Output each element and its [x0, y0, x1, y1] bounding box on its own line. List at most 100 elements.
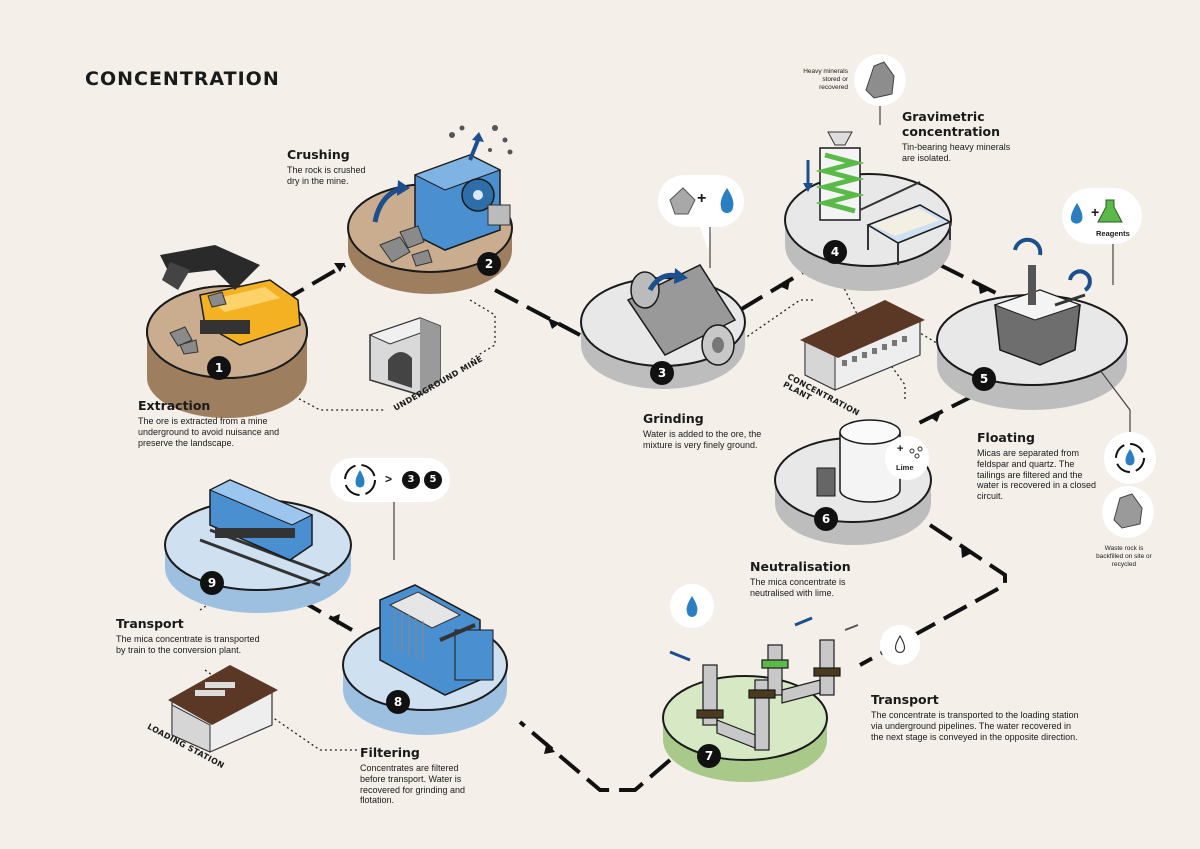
step-number-badge: 4: [823, 240, 847, 264]
disc-pipeline: [662, 616, 859, 782]
disc-floating: [936, 237, 1128, 410]
flow-arrow-icon: [794, 616, 813, 627]
water-reagents-bubble: [1062, 188, 1142, 285]
heavy-minerals-note: Heavy minerals stored or recovered: [803, 68, 848, 92]
step-filtering: Filtering Concentrates are filtered befo…: [360, 745, 480, 806]
step-crushing: Crushing The rock is crushed dry in the …: [287, 147, 377, 187]
loading-station-icon: [168, 665, 278, 753]
neutralisation-tank-icon: [816, 419, 901, 503]
step-train-transport: Transport The mica concentrate is transp…: [116, 616, 266, 656]
reagent-flask-icon: [1097, 199, 1123, 223]
underground-mine-icon: [368, 317, 442, 396]
step-pipeline-transport: Transport The concentrate is transported…: [871, 692, 1081, 742]
rock-icon: [169, 291, 227, 355]
plus-sign: +: [897, 443, 904, 455]
step-number-badge: 1: [207, 356, 231, 380]
step-title: Transport: [871, 692, 939, 707]
spiral-concentrator-icon: [815, 131, 865, 221]
step-title: Neutralisation: [750, 559, 851, 574]
disc-grinding: [580, 264, 746, 389]
lime-particles-icon: [909, 446, 923, 459]
step-title: Extraction: [138, 398, 211, 413]
waste-rock-icon: [1113, 493, 1143, 529]
lime-bubble: [885, 436, 929, 480]
waste-rock-bubble: [1102, 486, 1154, 538]
path-arrowheads: [330, 263, 990, 754]
water-drop-icon: [355, 470, 365, 488]
disc-filtering: [342, 584, 508, 735]
water-bubble-7b: [880, 625, 920, 665]
train-icon: [199, 479, 331, 587]
step-text: Water is added to the ore, the mixture i…: [643, 429, 762, 450]
flow-arrow-icon: [669, 650, 691, 662]
water-drop-icon: [1125, 449, 1135, 466]
step-number-badge: 7: [697, 744, 721, 768]
step-text: The concentrate is transported to the lo…: [871, 710, 1079, 742]
recycle-target-3: 3: [402, 471, 420, 489]
input-bubble-ore-water: [658, 175, 744, 268]
ball-mill-icon: [626, 264, 737, 366]
water-drop-icon: [720, 188, 734, 213]
step-number-badge: 9: [200, 571, 224, 595]
arrowhead: [930, 412, 941, 422]
particles-icon: [449, 125, 513, 155]
path-6-7: [859, 523, 1007, 667]
crusher-icon: [413, 154, 511, 251]
disc-gravimetric: [784, 131, 952, 291]
recycle-arrow-sign: >: [385, 472, 393, 486]
arrowhead: [334, 263, 345, 272]
step-grinding: Grinding Water is added to the ore, the …: [643, 411, 783, 451]
rotation-arrow-icon: [1013, 237, 1043, 256]
step-title: Crushing: [287, 147, 350, 162]
arrowhead: [779, 280, 790, 290]
water-bubble-7: [670, 584, 714, 628]
water-recycle-bubble: [1099, 369, 1156, 484]
arrowhead: [548, 318, 560, 329]
water-drop-icon: [1070, 203, 1083, 224]
output-arrow-icon: [468, 139, 480, 161]
arrowhead: [961, 546, 972, 558]
step-neutralisation: Neutralisation The mica concentrate is n…: [750, 559, 890, 599]
step-text: Concentrates are filtered before transpo…: [360, 763, 466, 806]
filter-press-icon: [379, 584, 494, 696]
step-text: The rock is crushed dry in the mine.: [287, 165, 366, 186]
step-text: The ore is extracted from a mine undergr…: [138, 416, 280, 448]
excavator-icon: [160, 245, 301, 346]
disc-train: [164, 479, 352, 613]
pipes-icon: [696, 639, 841, 751]
ore-icon: [669, 187, 696, 215]
step-title: Filtering: [360, 745, 420, 760]
recycle-target-5: 5: [424, 471, 442, 489]
step-number-badge: 2: [477, 252, 501, 276]
path-3-4: [738, 266, 812, 312]
path-4-5: [939, 263, 1011, 302]
water-drop-outline-icon: [894, 634, 906, 654]
water-drop-icon: [686, 596, 698, 617]
step-gravimetric: Gravimetric concentration Tin-bearing he…: [902, 109, 1022, 164]
flotation-cell-icon: [993, 265, 1086, 366]
arrowhead: [978, 282, 990, 294]
step-number-badge: 3: [650, 361, 674, 385]
concentration-plant-icon: [800, 300, 925, 391]
heavy-minerals-bubble: [854, 54, 906, 125]
step-text: The mica concentrate is neutralised with…: [750, 577, 846, 598]
step-title: Grinding: [643, 411, 704, 426]
flow-arrow-icon: [844, 624, 859, 631]
step-number-badge: 6: [814, 507, 838, 531]
arrowhead: [544, 742, 555, 754]
shaking-table-icon: [859, 181, 952, 265]
connector-mine-2: [469, 299, 496, 361]
step-number-badge: 8: [386, 690, 410, 714]
step-extraction: Extraction The ore is extracted from a m…: [138, 398, 288, 448]
step-text: Micas are separated from feldspar and qu…: [977, 448, 1097, 502]
arrowhead: [330, 614, 340, 625]
step-text: The mica concentrate is transported by t…: [116, 634, 260, 655]
plus-sign: +: [697, 190, 707, 207]
lime-label: Lime: [896, 463, 914, 472]
step-floating: Floating Micas are separated from feldsp…: [977, 430, 1102, 502]
reagents-label: Reagents: [1096, 229, 1130, 238]
path-2-3: [494, 288, 581, 337]
rotation-arrow-icon: [1068, 269, 1092, 292]
disc-extraction: [146, 245, 308, 418]
